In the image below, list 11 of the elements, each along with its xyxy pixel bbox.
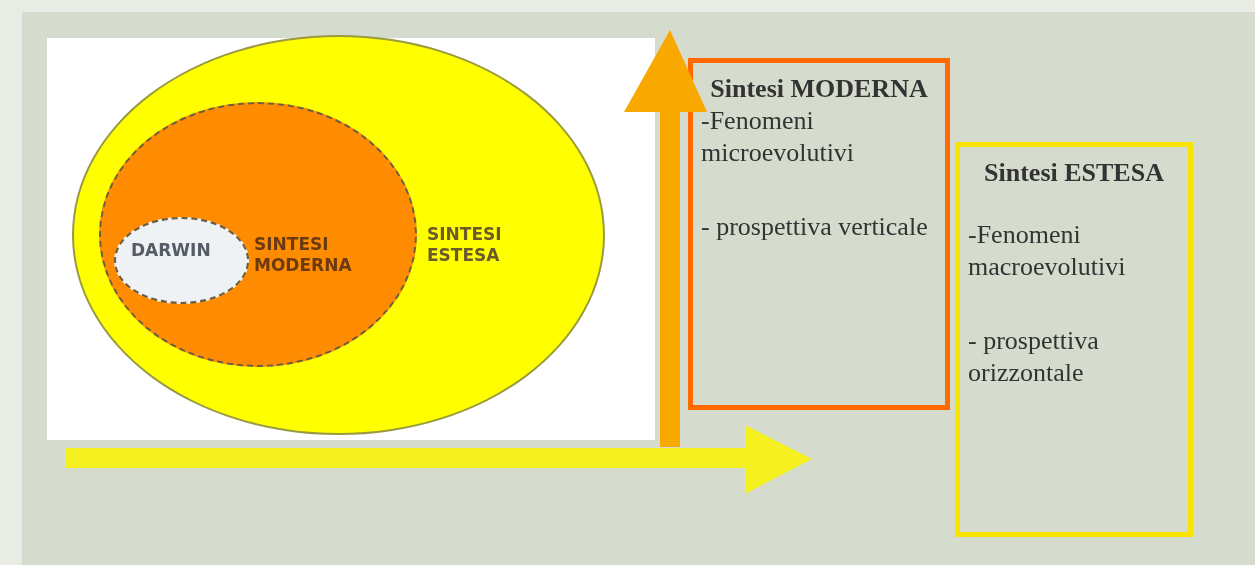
ellipse-label: SINTESI ESTESA — [427, 224, 503, 266]
box-text: -Fenomeni microevolutivi — [701, 105, 856, 169]
ellipse-label: DARWIN — [131, 240, 212, 261]
box-heading: Sintesi MODERNA — [709, 73, 929, 105]
text-box — [688, 58, 950, 410]
box-text: -Fenomeni macroevolutivi — [968, 219, 1127, 283]
box-heading: Sintesi ESTESA — [983, 157, 1165, 189]
box-text: - prospettiva verticale — [701, 211, 929, 243]
box-text: - prospettiva orizzontale — [968, 325, 1100, 389]
ellipse-label: SINTESI MODERNA — [254, 234, 353, 276]
text-box — [955, 142, 1193, 537]
